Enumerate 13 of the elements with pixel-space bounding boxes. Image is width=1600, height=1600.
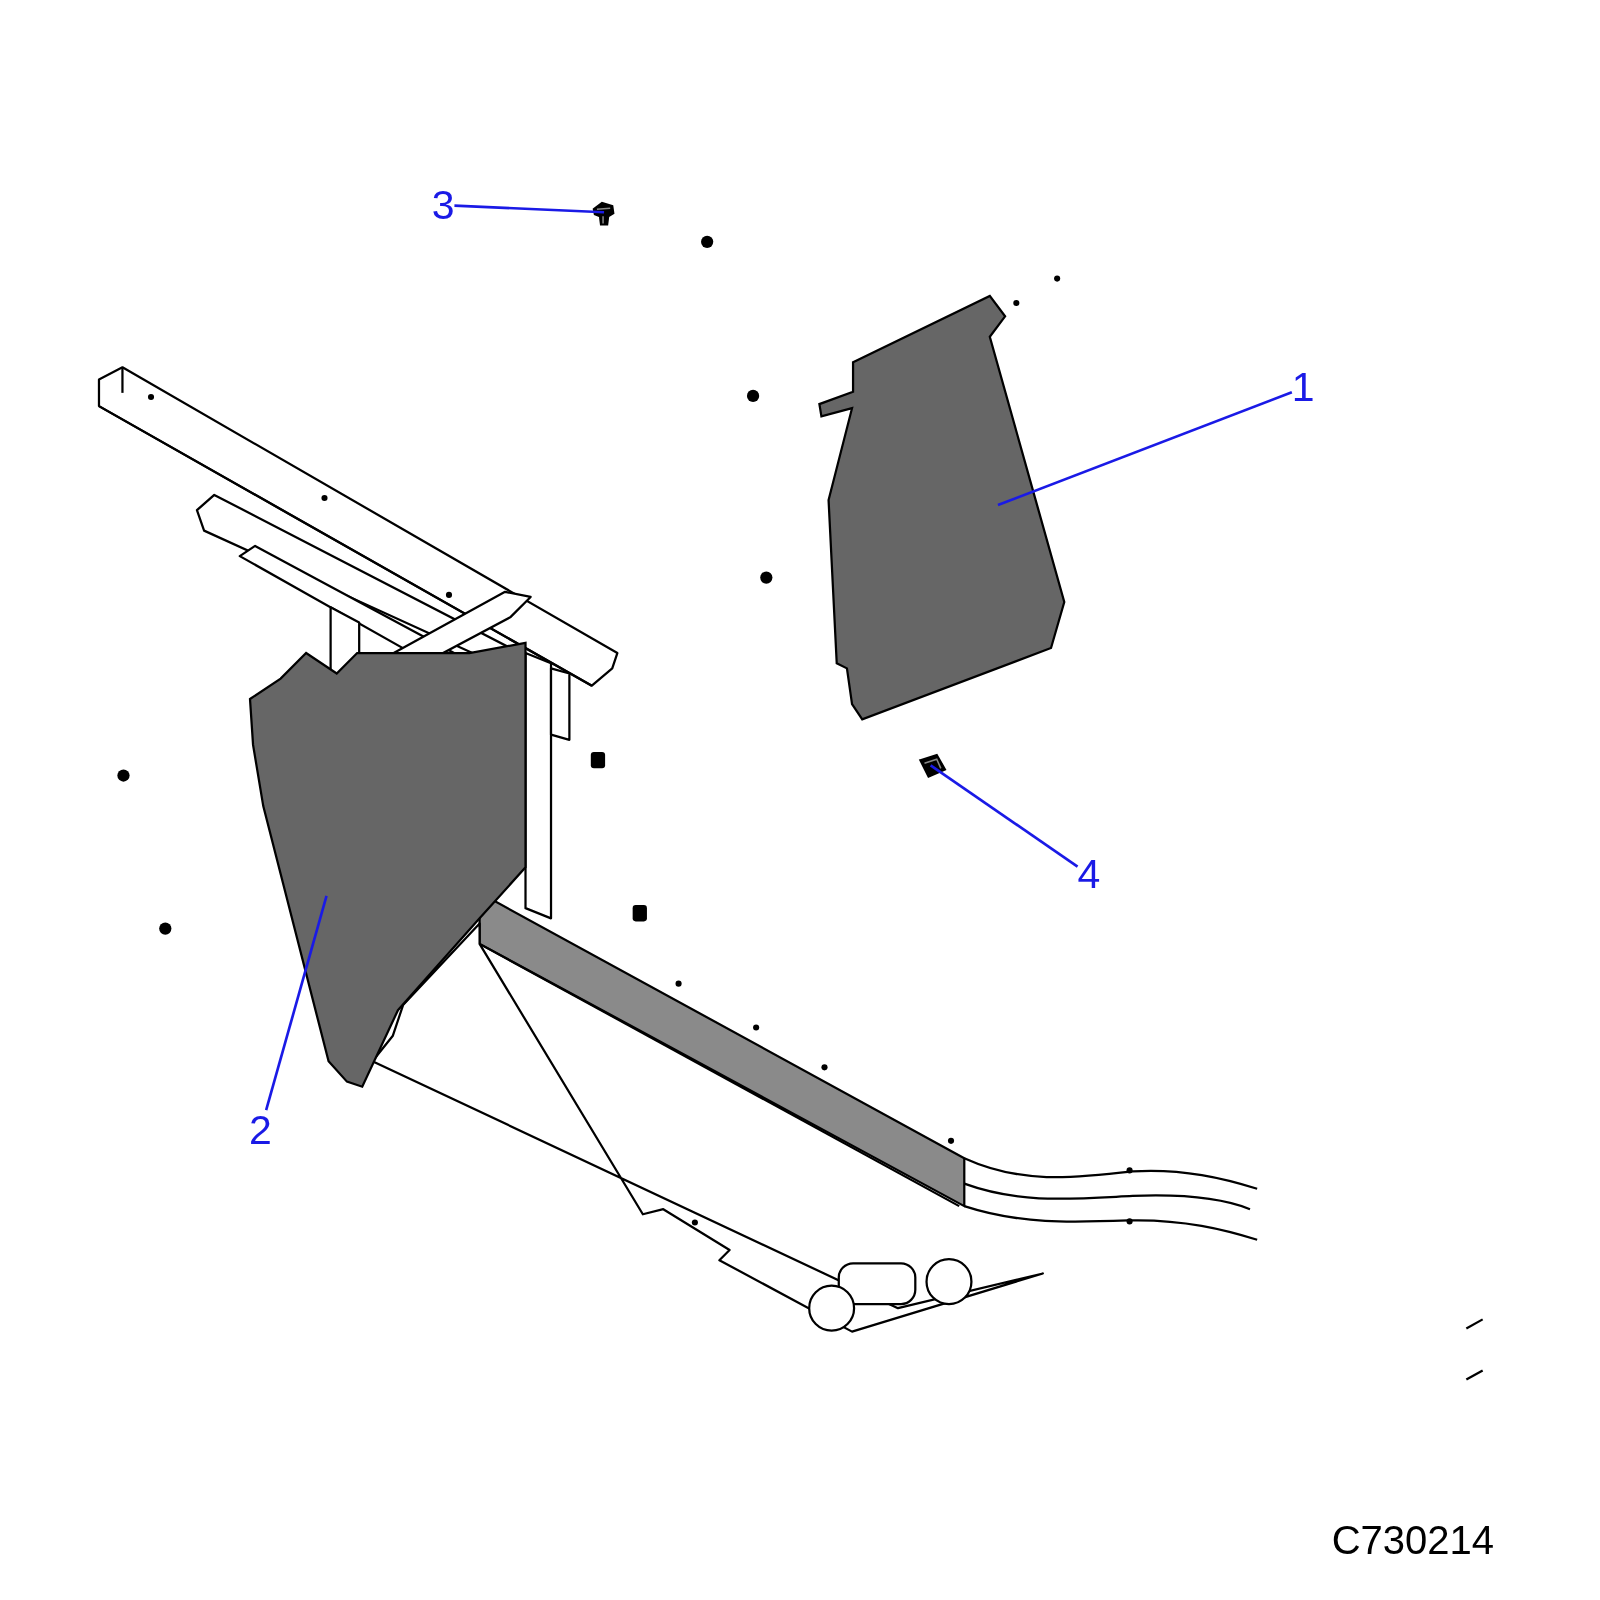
leader-line <box>264 895 328 1111</box>
side-panel <box>818 294 1066 721</box>
side-panel <box>248 641 527 1089</box>
fastener <box>918 753 947 778</box>
callout-number: 4 <box>1077 854 1101 896</box>
leader-line <box>929 764 1079 868</box>
callout-number: 3 <box>431 184 455 226</box>
leader-line <box>997 391 1293 507</box>
push-rivet <box>592 201 615 226</box>
leader-line <box>454 204 605 214</box>
drawing-number: C730214 <box>1331 1520 1494 1561</box>
callout-number: 2 <box>248 1110 272 1152</box>
callout-number: 1 <box>1291 367 1315 409</box>
